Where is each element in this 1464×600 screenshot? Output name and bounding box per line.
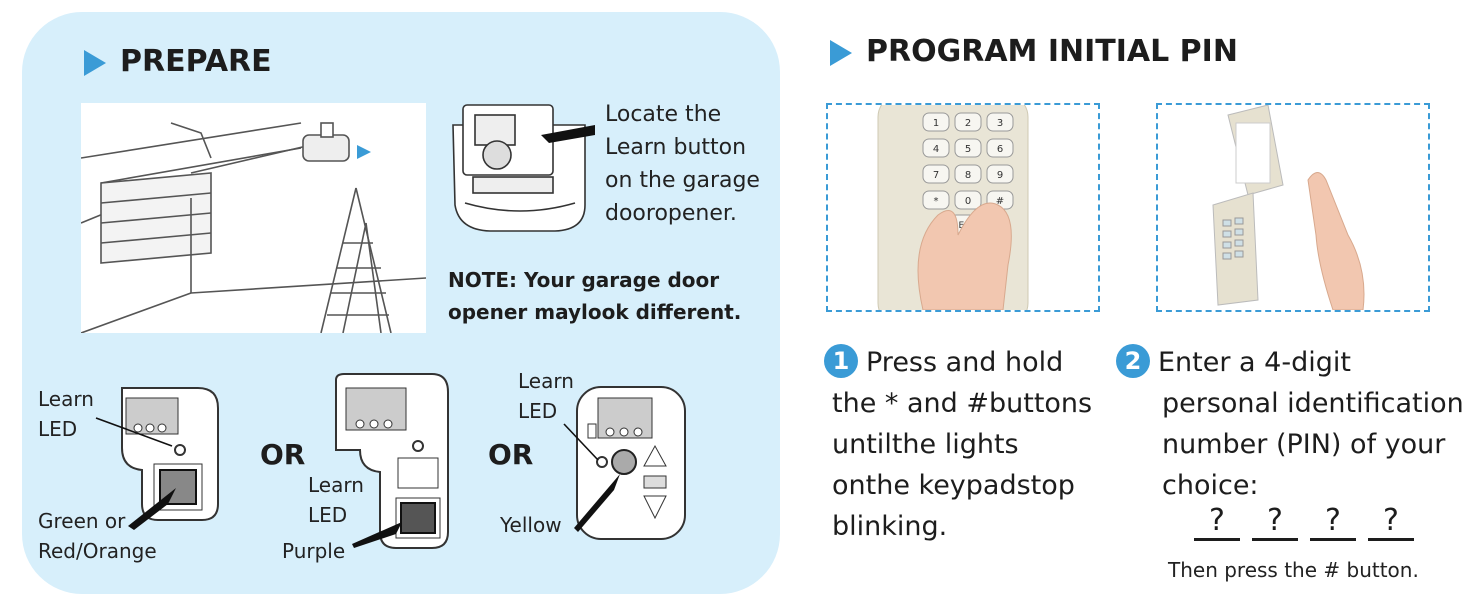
panel2-button-label: Purple: [282, 539, 346, 563]
step-line: onthe keypadstop: [832, 470, 1075, 501]
pin-slots: ? ? ? ?: [1194, 504, 1414, 541]
keypad-key-label: 8: [965, 170, 971, 181]
panel1-learn-label: Learn LED: [38, 384, 94, 444]
panel1-button-label: Green or Red/Orange: [38, 506, 157, 566]
keypad-key: [954, 138, 982, 158]
step-line: Enter a 4-digit: [1158, 347, 1351, 378]
step-line: Press and hold: [866, 347, 1064, 378]
step1-number-badge: 1: [824, 343, 858, 378]
garage-scene-image: [80, 122, 427, 334]
note-line: NOTE: Your garage door: [448, 268, 720, 292]
garage-illustration: [80, 103, 427, 334]
locate-line: Learn button: [605, 135, 747, 160]
label-line: Learn: [518, 369, 574, 393]
step-line: choice:: [1162, 470, 1259, 501]
program-arrow-icon: [830, 40, 852, 66]
keypad-key: [922, 112, 950, 132]
keypad-key-label: 9: [997, 170, 1003, 181]
opener-closeup-illustration: [445, 95, 595, 235]
prepare-heading: PREPARE: [120, 44, 272, 79]
keypad-key: [986, 138, 1014, 158]
locate-line: Locate the: [605, 102, 722, 127]
keypad-key: [954, 112, 982, 132]
pin-slot: ?: [1368, 504, 1414, 541]
wall-control-panel-1: [118, 384, 222, 524]
prepare-arrow-icon: [84, 50, 106, 76]
keypad-key-label: 4: [933, 144, 939, 155]
keypad-key: [986, 164, 1014, 184]
panel2-pointer: [352, 522, 402, 548]
label-line: Learn: [308, 473, 364, 497]
keypad-key-label: 1: [933, 118, 939, 129]
keypad-key-label: 5: [965, 144, 971, 155]
keypad-open-photo: [1156, 103, 1430, 312]
keypad-key: [954, 190, 982, 210]
step-line: untilthe lights: [832, 429, 1019, 460]
step2-number-badge: 2: [1116, 343, 1150, 378]
panel2-learn-label: Learn LED: [308, 470, 364, 530]
keypad-key: [954, 164, 982, 184]
label-line: LED: [308, 503, 348, 527]
keypad-key-label: 3: [997, 118, 1003, 129]
keypad-key-label: *: [934, 196, 939, 207]
step-line: personal identification: [1162, 388, 1464, 419]
panel3-button-label: Yellow: [500, 513, 562, 537]
keypad-key-label: #: [996, 196, 1004, 207]
pin-footer-note: Then press the # button.: [1168, 558, 1419, 582]
label-line: LED: [38, 417, 78, 441]
label-line: Green or: [38, 509, 126, 533]
keypad-key: [986, 112, 1014, 132]
locate-line: on the garage: [605, 168, 760, 193]
step2-first-line: 2 Enter a 4-digit: [1116, 342, 1464, 383]
step-line: blinking.: [832, 511, 948, 542]
step2-instructions: 2 Enter a 4-digit personal identification…: [1116, 342, 1464, 506]
label-line: Red/Orange: [38, 539, 157, 563]
keypad-key-label: 7: [933, 170, 939, 181]
panel1-pointer-lines: [95, 417, 176, 530]
pin-slot: ?: [1310, 504, 1356, 541]
note-line: opener maylook different.: [448, 300, 742, 324]
keypad-key-label: 2: [965, 118, 971, 129]
panel3-pointer-lines: [563, 423, 620, 532]
locate-instructions: Locate the Learn button on the garage do…: [605, 98, 760, 230]
label-line: Learn: [38, 387, 94, 411]
label-line: LED: [518, 399, 558, 423]
program-heading: PROGRAM INITIAL PIN: [866, 34, 1238, 69]
or-separator-2: OR: [488, 438, 534, 471]
keypad-key: [922, 190, 950, 210]
step1-first-line: 1 Press and hold: [824, 342, 1092, 383]
pin-slot: ?: [1194, 504, 1240, 541]
step-line: the * and #buttons: [832, 388, 1093, 419]
keypad-key-label: 0: [965, 196, 971, 207]
wall-control-panel-2: [332, 372, 452, 552]
step-line: number (PIN) of your: [1162, 429, 1446, 460]
keypad-key-label: 6: [997, 144, 1003, 155]
keypad-key: [922, 138, 950, 158]
pin-slot: ?: [1252, 504, 1298, 541]
note-text: NOTE: Your garage door opener maylook di…: [448, 264, 741, 328]
keypad-key: [922, 164, 950, 184]
panel3-learn-label: Learn LED: [518, 366, 574, 426]
step1-instructions: 1 Press and hold the * and #buttons until…: [824, 342, 1092, 547]
or-separator-1: OR: [260, 438, 306, 471]
locate-line: dooropener.: [605, 201, 737, 226]
